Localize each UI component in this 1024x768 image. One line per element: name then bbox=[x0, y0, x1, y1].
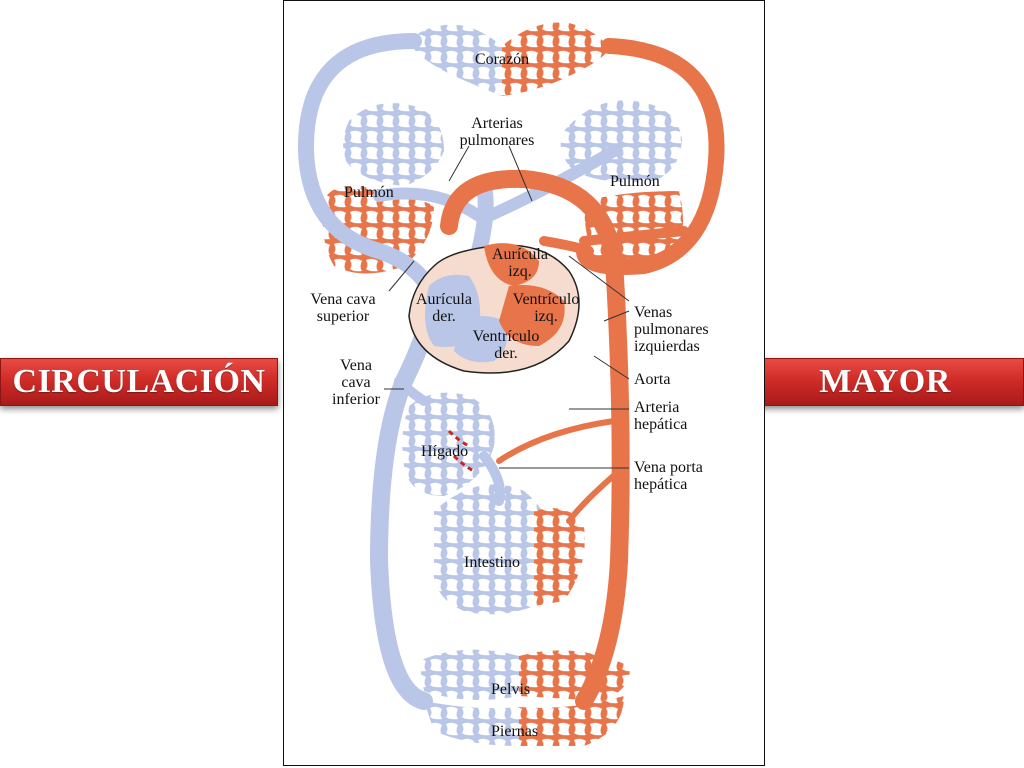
label-pelvis: Pelvis bbox=[491, 681, 531, 698]
label-auricula-izquierda-line1: Aurícula bbox=[492, 246, 548, 263]
circulacion-banner: CIRCULACIÓN bbox=[0, 358, 278, 406]
label-vena-cava-superior: Vena cava superior bbox=[302, 291, 384, 325]
label-venas-pulmonares-line1: Venas bbox=[634, 304, 673, 321]
label-vena-cava-inferior: Vena cava inferior bbox=[324, 357, 388, 408]
label-ventriculo-derecho-line1: Ventrículo bbox=[472, 328, 540, 345]
label-aorta: Aorta bbox=[634, 371, 671, 388]
label-pulmon-derecho: Pulmón bbox=[610, 173, 660, 190]
label-arteria-hepatica-line1: Arteria bbox=[634, 399, 680, 416]
label-auricula-izquierda-line2: izq. bbox=[508, 263, 532, 280]
label-vena-cava-inferior-line2: cava bbox=[341, 374, 371, 391]
intestine-capillaries bbox=[433, 484, 585, 615]
label-venas-pulmonares-izquierdas: Venas pulmonares izquierdas bbox=[634, 304, 709, 355]
label-auricula-derecha: Aurícula der. bbox=[408, 291, 480, 325]
label-vena-porta-line2: hepática bbox=[634, 476, 688, 493]
label-auricula-derecha-line1: Aurícula bbox=[416, 291, 472, 308]
label-vena-cava-inferior-line3: inferior bbox=[332, 391, 380, 408]
label-arteria-hepatica: Arteria hepática bbox=[634, 399, 687, 433]
label-vena-cava-inferior-line1: Vena bbox=[340, 357, 372, 374]
heart-capillary-bed bbox=[412, 22, 609, 97]
label-ventriculo-izquierdo-line2: izq. bbox=[534, 308, 558, 325]
label-higado: Hígado bbox=[421, 443, 469, 460]
label-arterias-pulmonares: Arterias pulmonares bbox=[442, 115, 552, 149]
liver-capillaries bbox=[402, 392, 495, 496]
arterial-vessels bbox=[440, 38, 725, 710]
label-ventriculo-izquierdo-line1: Ventrículo bbox=[512, 291, 580, 308]
label-piernas: Piernas bbox=[491, 723, 539, 740]
label-venas-pulmonares-line3: izquierdas bbox=[634, 338, 700, 355]
diagram-drawing bbox=[297, 22, 725, 746]
label-pulmon-izquierdo: Pulmón bbox=[344, 184, 394, 201]
label-intestino: Intestino bbox=[464, 554, 520, 571]
label-arterias-pulmonares-line2: pulmonares bbox=[459, 132, 535, 149]
label-ventriculo-izquierdo: Ventrículo izq. bbox=[504, 291, 588, 325]
label-vena-cava-superior-line1: Vena cava bbox=[310, 291, 376, 308]
label-vena-porta-hepatica: Vena porta hepática bbox=[634, 459, 703, 493]
circulation-diagram: Corazón Arterias pulmonares Pulmón Pulmó… bbox=[283, 0, 765, 766]
heart bbox=[408, 243, 580, 374]
label-venas-pulmonares-line2: pulmonares bbox=[634, 321, 709, 338]
label-vena-porta-line1: Vena porta bbox=[634, 459, 703, 476]
label-ventriculo-derecho-line2: der. bbox=[494, 345, 518, 362]
label-vena-cava-superior-line2: superior bbox=[316, 308, 370, 325]
label-ventriculo-derecho: Ventrículo der. bbox=[464, 328, 548, 362]
mayor-banner: MAYOR bbox=[746, 358, 1024, 406]
label-arterias-pulmonares-line1: Arterias bbox=[471, 115, 523, 132]
label-arteria-hepatica-line2: hepática bbox=[634, 416, 688, 433]
label-auricula-izquierda: Aurícula izq. bbox=[484, 246, 556, 280]
leader-lines bbox=[384, 145, 630, 469]
label-auricula-derecha-line2: der. bbox=[432, 308, 456, 325]
lung-left-capillaries bbox=[322, 103, 444, 274]
label-corazon: Corazón bbox=[474, 51, 530, 68]
